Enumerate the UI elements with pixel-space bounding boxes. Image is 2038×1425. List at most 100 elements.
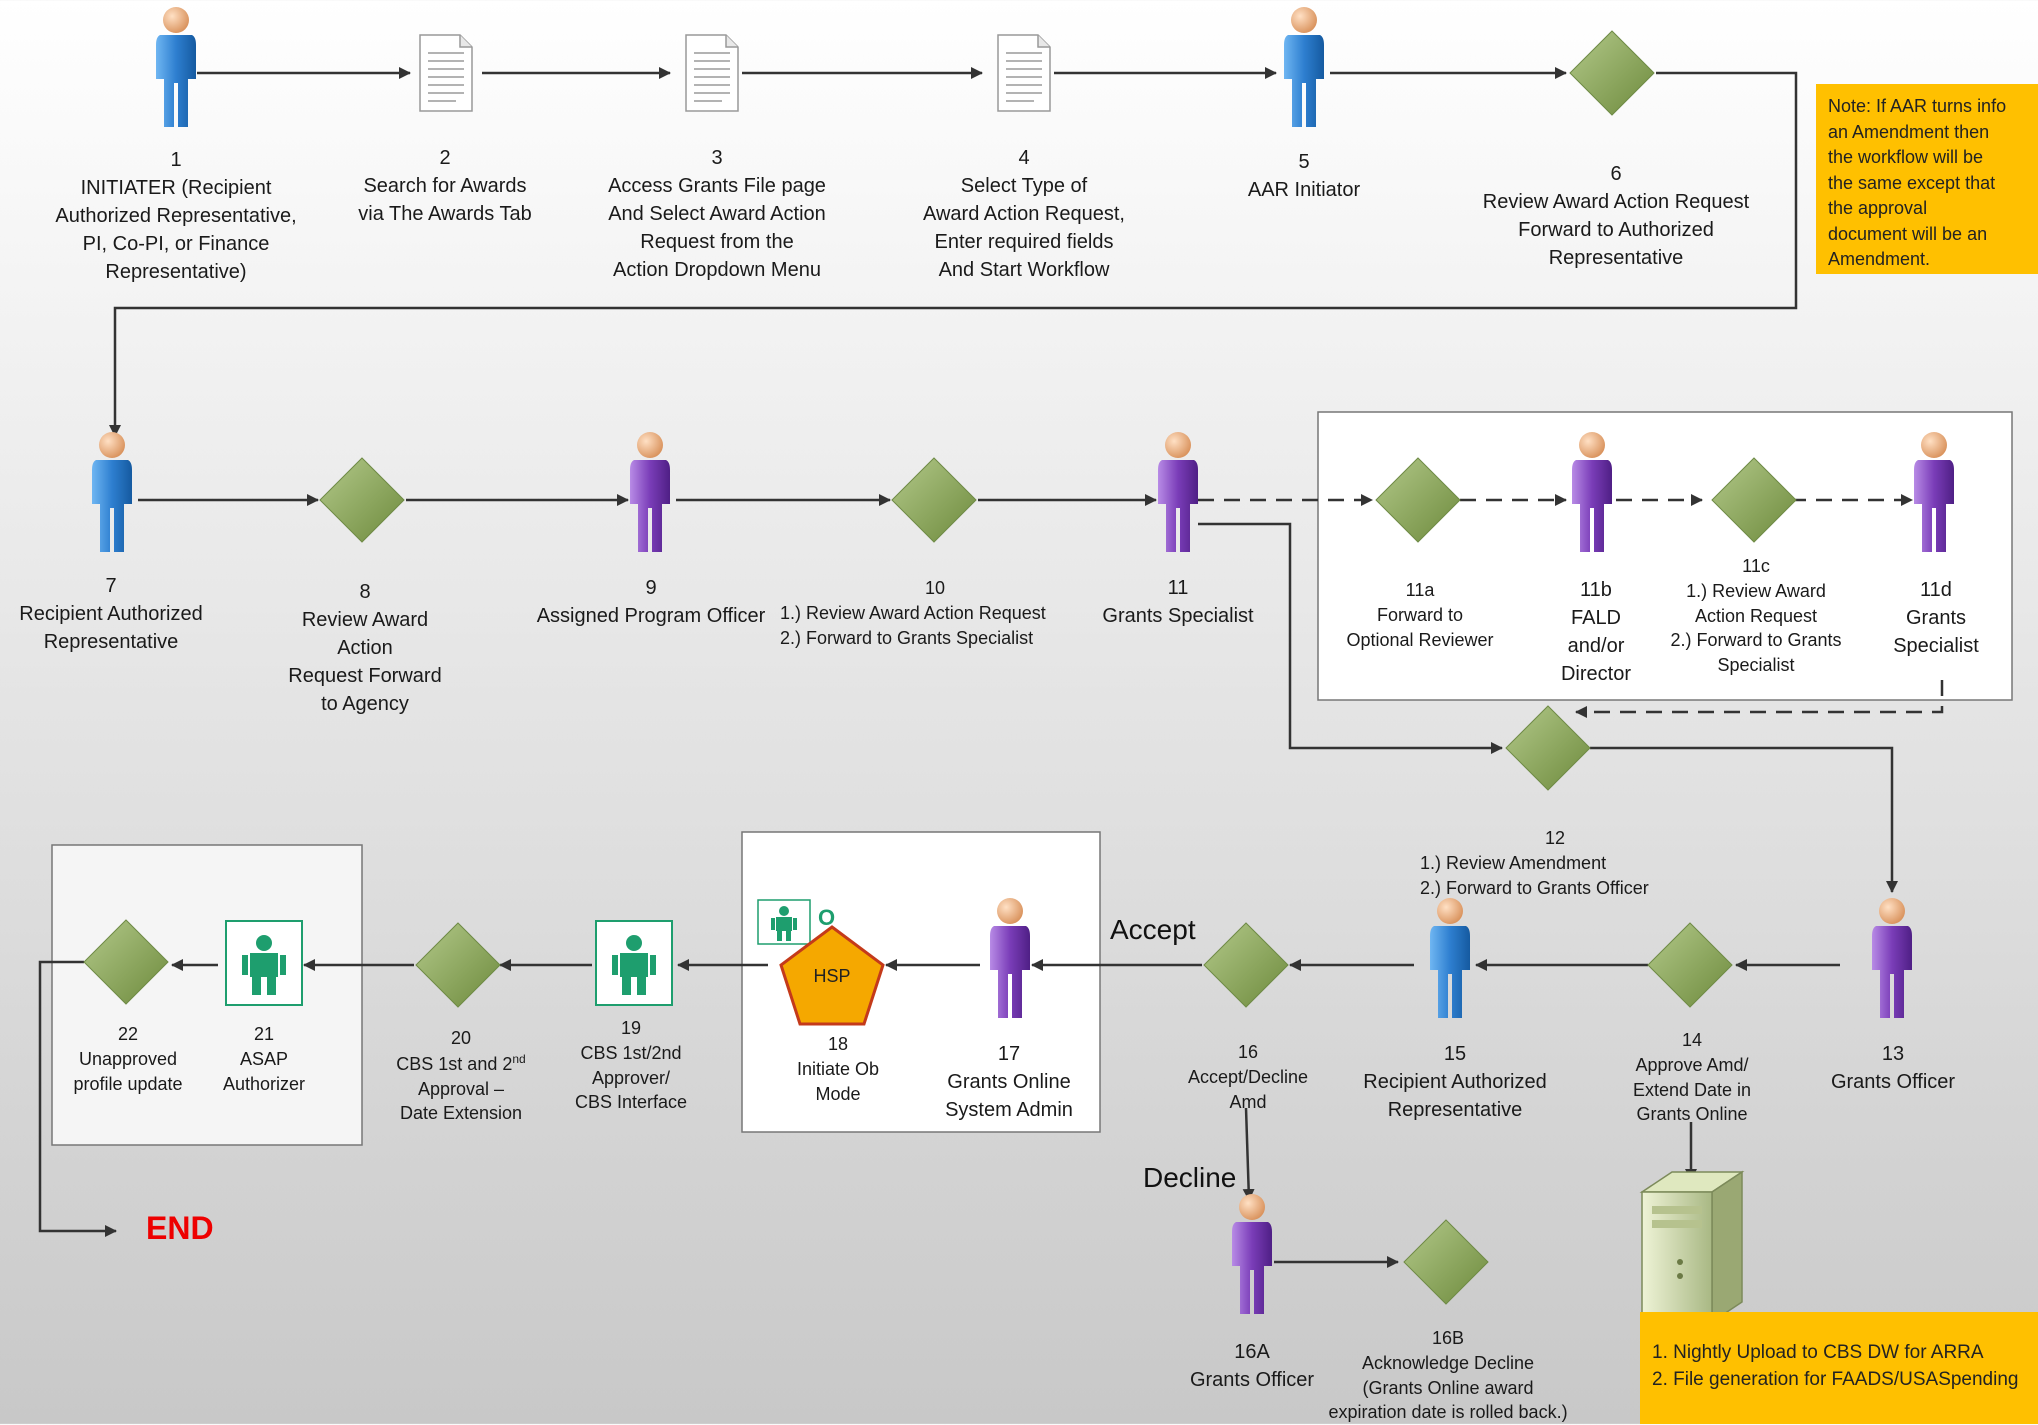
hsp-pentagon-icon: O HSP (757, 899, 885, 1026)
document-icon (997, 34, 1051, 112)
node-text: Assigned Program Officer (536, 605, 766, 627)
node-number: 6 (1610, 163, 1622, 185)
accept-label: Accept (1110, 914, 1196, 945)
node-number: 22 (117, 1024, 139, 1044)
node-text: INITIATER (Recipient Authorized Represen… (55, 177, 297, 283)
pentagon-label: HSP (813, 966, 850, 986)
decision-diamond-icon (415, 922, 501, 1008)
node-text: Grants Specialist (1893, 607, 1979, 657)
node-text: Grants Officer (1830, 1071, 1956, 1093)
node-number: 2 (439, 147, 451, 169)
node-number: 19 (620, 1018, 642, 1038)
node-number: 16A (1234, 1341, 1270, 1363)
superscript: nd (512, 1051, 526, 1066)
node-text: ASAP Authorizer (222, 1048, 306, 1094)
node-label-12: 12 1.) Review Amendment 2.) Forward to Gr… (1420, 826, 1690, 900)
node-number: 11b (1580, 579, 1612, 601)
decision-diamond-icon (1647, 922, 1733, 1008)
decision-diamond-icon (1505, 705, 1591, 791)
node-number: 18 (827, 1034, 849, 1054)
person-purple-icon (1158, 432, 1198, 552)
person-blue-icon (1284, 7, 1324, 127)
node-text: Access Grants File page And Select Award… (608, 175, 826, 281)
node-text: Unapproved profile update (73, 1048, 183, 1094)
node-text: Search for Awards via The Awards Tab (358, 175, 532, 225)
person-blue-icon (92, 432, 132, 552)
decision-diamond-icon (1569, 30, 1655, 116)
person-blue-icon (1430, 898, 1470, 1018)
node-text: 1.) Review Amendment 2.) Forward to Gran… (1420, 852, 1649, 898)
node-number: 13 (1881, 1043, 1905, 1065)
node-number: 4 (1018, 147, 1030, 169)
node-text: AAR Initiator (1247, 179, 1361, 201)
node-text: Grants Officer (1189, 1369, 1315, 1391)
upload-note: 1. Nightly Upload to CBS DW for ARRA 2. … (1640, 1312, 2038, 1424)
node-text: Grants Specialist (1102, 605, 1254, 627)
node-number: 12 (1544, 828, 1566, 848)
amendment-note: Note: If AAR turns info an Amendment the… (1816, 84, 2038, 274)
node-number: 1 (170, 149, 182, 171)
optional-review-box (1317, 411, 2013, 701)
node-number: 9 (645, 577, 657, 599)
node-number: 11 (1167, 577, 1189, 599)
person-purple-icon (1872, 898, 1912, 1018)
node-number: 17 (997, 1043, 1021, 1065)
node-text: Accept/Decline Amd (1187, 1066, 1309, 1112)
asap-box (51, 844, 363, 1146)
node-text: Acknowledge Decline (Grants Online award… (1328, 1352, 1568, 1423)
person-purple-icon (1232, 1194, 1272, 1314)
connectors (38, 67, 1944, 1268)
node-number: 10 (924, 578, 946, 598)
node-text: 1.) Review Award Action Request 2.) Forw… (780, 602, 1046, 648)
document-icon (685, 34, 739, 112)
node-text: Forward to Optional Reviewer (1346, 604, 1494, 650)
green-person-icon (595, 920, 673, 1006)
node-number: 11a (1405, 580, 1435, 600)
decision-diamond-icon (319, 457, 405, 543)
server-icon (1639, 1170, 1745, 1324)
node-number: 11d (1920, 579, 1952, 601)
node-label-16A: 16A Grants Officer (1172, 1338, 1332, 1394)
pentagon-badge: O (818, 905, 835, 930)
node-label-16B: 16B Acknowledge Decline (Grants Online aw… (1312, 1326, 1584, 1425)
node-text: Review Award Action Request Forward to A… (1482, 191, 1750, 269)
decision-diamond-icon (1203, 922, 1289, 1008)
person-purple-icon (630, 432, 670, 552)
node-text: CBS 1st/2nd Approver/ CBS Interface (574, 1042, 688, 1113)
node-number: 7 (105, 575, 117, 597)
node-number: 16 (1237, 1042, 1259, 1062)
node-text: Recipient Authorized Representative (1363, 1071, 1547, 1121)
person-blue-icon (156, 7, 196, 127)
document-icon (419, 34, 473, 112)
decline-label: Decline (1143, 1162, 1237, 1193)
node-number: 3 (711, 147, 723, 169)
node-text: Recipient Authorized Representative (19, 603, 203, 653)
node-text: Approval – Date Extension (399, 1078, 523, 1124)
node-number: 16B (1431, 1328, 1465, 1348)
node-text: Select Type of Award Action Request, Ent… (923, 175, 1125, 281)
